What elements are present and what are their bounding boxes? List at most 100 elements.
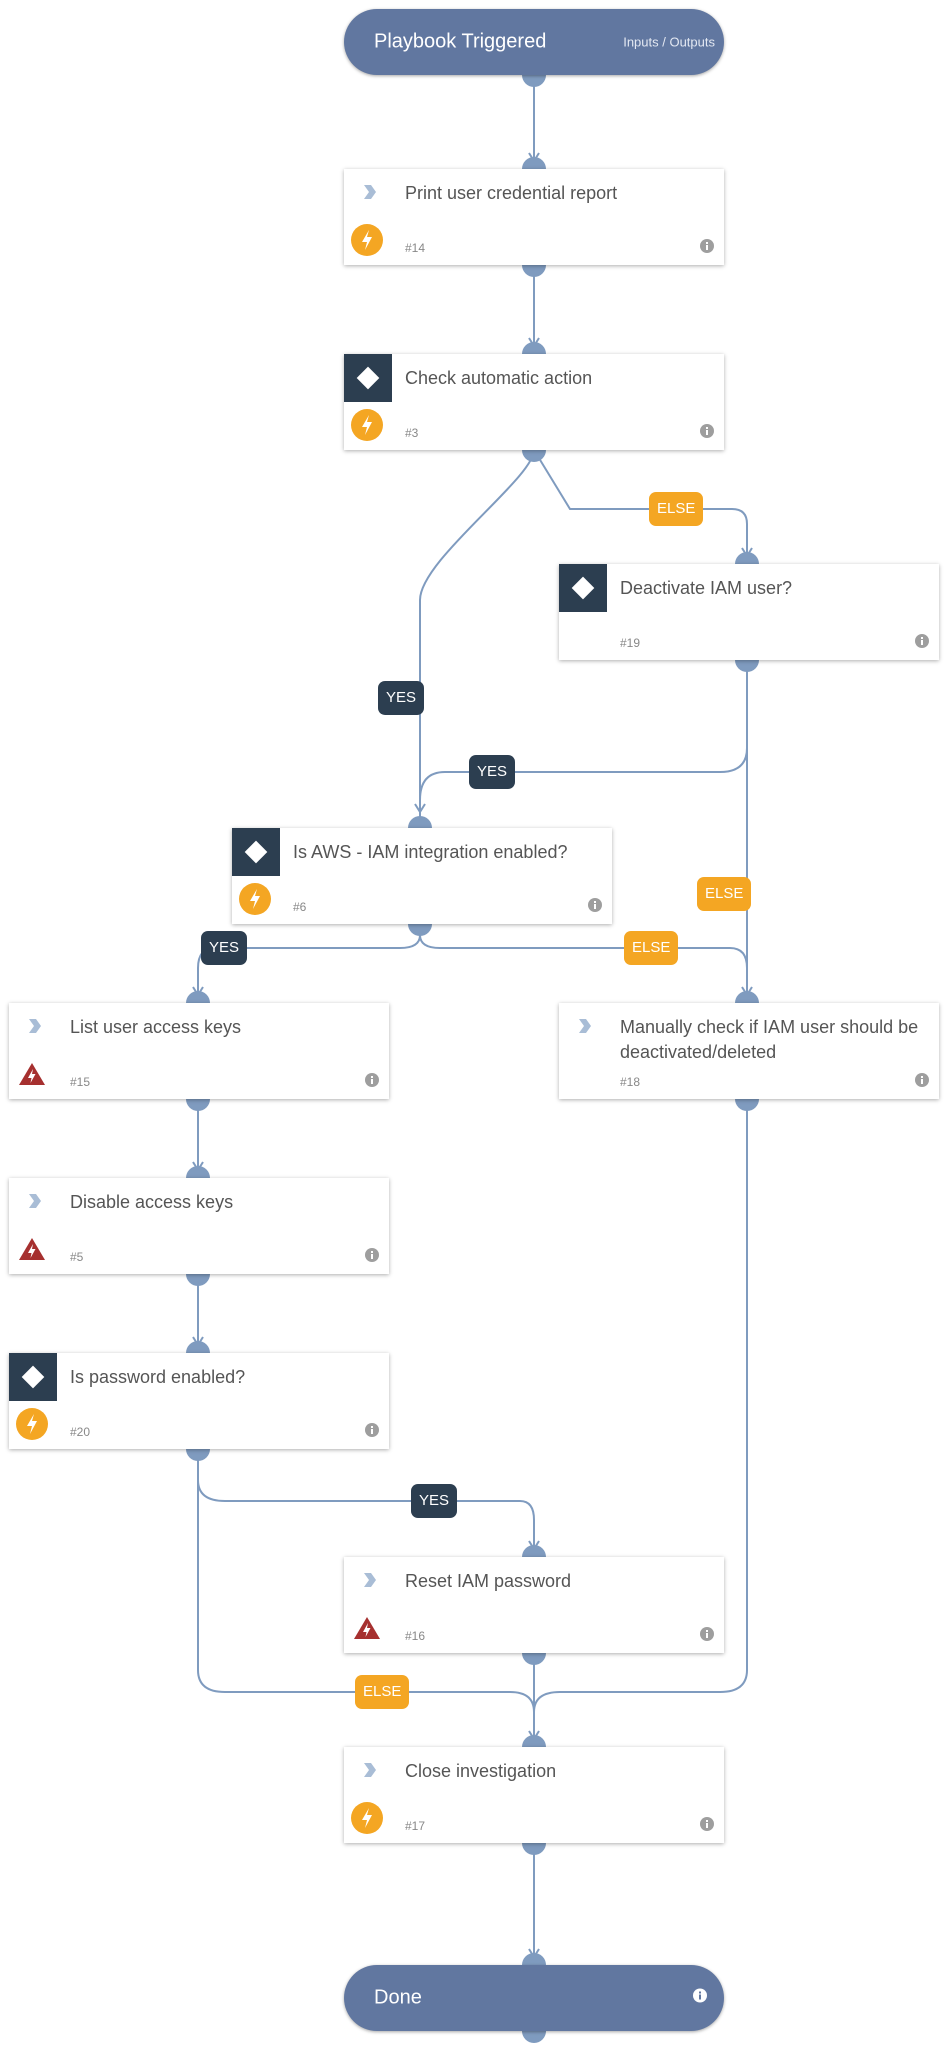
info-icon[interactable] xyxy=(699,1626,715,1642)
task-node-14[interactable]: Print user credential report#14 xyxy=(344,169,724,265)
condition-icon xyxy=(232,828,280,876)
connector-port[interactable] xyxy=(735,660,759,672)
bolt-icon xyxy=(351,1802,383,1834)
task-node-19[interactable]: Deactivate IAM user?#19 xyxy=(559,564,939,660)
task-number: #6 xyxy=(293,900,307,914)
else-branch-label: ELSE xyxy=(649,492,704,526)
info-icon[interactable] xyxy=(699,423,715,439)
yes-branch-label: YES xyxy=(411,1484,458,1518)
alert-icon xyxy=(16,1233,48,1265)
chevron-icon xyxy=(358,1568,382,1592)
connector-port[interactable] xyxy=(186,1449,210,1461)
chevron-icon xyxy=(358,1758,382,1782)
connector-port[interactable] xyxy=(186,1166,210,1178)
connector-port[interactable] xyxy=(735,552,759,564)
connector-port[interactable] xyxy=(186,1341,210,1353)
connector-port[interactable] xyxy=(522,1545,546,1557)
connector-line xyxy=(197,1449,535,1549)
task-title: Is AWS - IAM integration enabled? xyxy=(293,842,568,862)
connector-port[interactable] xyxy=(735,1099,759,1111)
end-title: Done xyxy=(374,1986,422,2009)
connector-line xyxy=(419,924,748,995)
connector-port[interactable] xyxy=(735,991,759,1003)
bolt-icon xyxy=(16,1408,48,1440)
connector-port[interactable] xyxy=(522,1843,546,1855)
yes-branch-label: YES xyxy=(201,931,248,965)
bolt-icon xyxy=(351,224,383,256)
task-node-15[interactable]: List user access keys #15 xyxy=(9,1003,389,1099)
condition-icon xyxy=(344,354,392,402)
bolt-icon xyxy=(351,409,383,441)
task-title: List user access keys xyxy=(70,1017,242,1037)
bolt-icon xyxy=(239,883,271,915)
connector-port[interactable] xyxy=(522,1653,546,1665)
task-number: #14 xyxy=(405,241,426,255)
connector-port[interactable] xyxy=(408,816,432,828)
connector-port[interactable] xyxy=(522,342,546,354)
info-icon[interactable] xyxy=(914,1072,930,1088)
task-node-16[interactable]: Reset IAM password#16 xyxy=(344,1557,724,1653)
connector-line xyxy=(533,1099,748,1739)
diamond-icon xyxy=(571,576,595,600)
connector-port[interactable] xyxy=(522,1735,546,1747)
inputs-outputs-link[interactable]: Inputs / Outputs xyxy=(623,34,715,50)
info-icon[interactable] xyxy=(914,633,930,649)
info-icon[interactable] xyxy=(587,897,603,913)
connector-port[interactable] xyxy=(522,1953,546,1965)
info-icon[interactable] xyxy=(692,1988,708,2009)
else-branch-label: ELSE xyxy=(624,931,679,965)
arrow-head xyxy=(414,803,426,814)
condition-icon xyxy=(559,564,607,612)
task-node-6[interactable]: Is AWS - IAM integration enabled? #6 xyxy=(232,828,612,924)
task-number: #18 xyxy=(620,1075,641,1089)
connector-port[interactable] xyxy=(522,75,546,87)
connector-line xyxy=(197,924,421,995)
task-title: Check automatic action xyxy=(405,368,593,388)
task-number: #20 xyxy=(70,1425,91,1439)
info-icon[interactable] xyxy=(364,1072,380,1088)
connector-line xyxy=(419,660,748,820)
task-node-5[interactable]: Disable access keys #5 xyxy=(9,1178,389,1274)
alert-icon xyxy=(16,1058,48,1090)
info-icon[interactable] xyxy=(364,1422,380,1438)
task-title: Disable access keys xyxy=(70,1192,234,1212)
task-number: #17 xyxy=(405,1819,426,1833)
connector-port[interactable] xyxy=(186,1099,210,1111)
condition-icon xyxy=(9,1353,57,1401)
yes-branch-label: YES xyxy=(469,755,516,789)
chevron-icon xyxy=(573,1014,597,1038)
diamond-icon xyxy=(356,366,380,390)
task-node-3[interactable]: Check automatic action #3 xyxy=(344,354,724,450)
chevron-icon xyxy=(23,1014,47,1038)
task-number: #3 xyxy=(405,426,419,440)
task-node-17[interactable]: Close investigation #17 xyxy=(344,1747,724,1843)
else-branch-label: ELSE xyxy=(355,1675,410,1709)
yes-branch-label: YES xyxy=(378,681,425,715)
chevron-icon xyxy=(358,180,382,204)
connector-port[interactable] xyxy=(408,924,432,936)
end-node[interactable]: Done xyxy=(344,1965,724,2031)
connector-line xyxy=(533,449,748,556)
connector-port[interactable] xyxy=(522,450,546,462)
connector-port[interactable] xyxy=(522,157,546,169)
task-node-18[interactable]: Manually check if IAM user should be dea… xyxy=(559,1003,939,1099)
connector-port[interactable] xyxy=(522,2031,546,2043)
task-title: Close investigation xyxy=(405,1761,557,1781)
connector-port[interactable] xyxy=(186,1274,210,1286)
task-number: #5 xyxy=(70,1250,84,1264)
connector-line xyxy=(419,449,535,812)
task-number: #19 xyxy=(620,636,641,650)
connector-port[interactable] xyxy=(186,991,210,1003)
diamond-icon xyxy=(21,1365,45,1389)
task-node-20[interactable]: Is password enabled?#20 xyxy=(9,1353,389,1449)
diamond-icon xyxy=(244,840,268,864)
start-node[interactable]: Playbook Triggered Inputs / Outputs xyxy=(344,9,724,75)
task-number: #15 xyxy=(70,1075,91,1089)
info-icon[interactable] xyxy=(699,238,715,254)
else-branch-label: ELSE xyxy=(697,877,752,911)
info-icon[interactable] xyxy=(699,1816,715,1832)
info-icon[interactable] xyxy=(364,1247,380,1263)
connector-port[interactable] xyxy=(522,265,546,277)
